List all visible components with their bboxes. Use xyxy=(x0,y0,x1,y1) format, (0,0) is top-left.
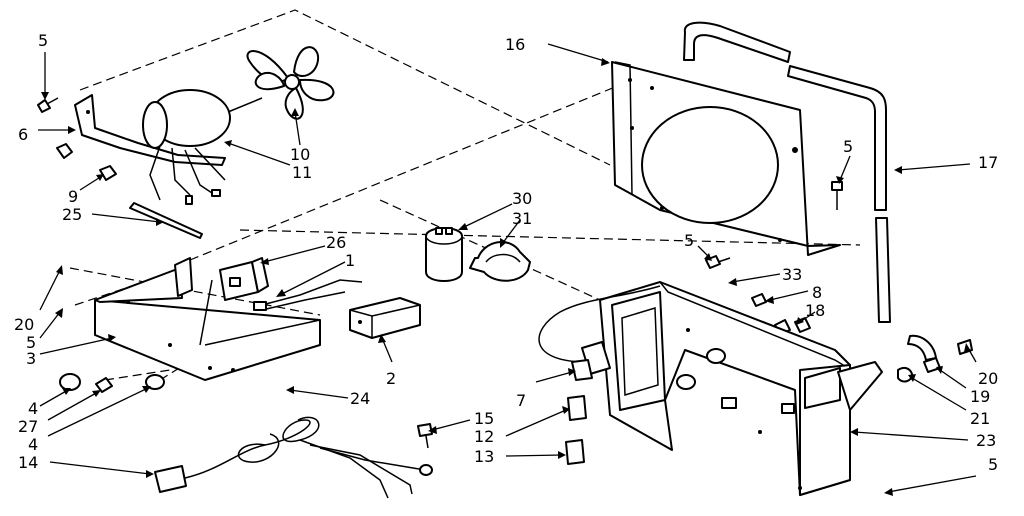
callout-19: 19 xyxy=(970,387,990,406)
callout-15: 15 xyxy=(474,409,494,428)
base-pan-chassis xyxy=(599,281,883,496)
callout-20-right: 20 xyxy=(978,369,998,388)
callout-8: 8 xyxy=(812,283,822,302)
fan-blade xyxy=(246,46,335,120)
callout-3: 3 xyxy=(26,349,36,368)
mounting-screw xyxy=(417,423,433,449)
capacitor-strap xyxy=(469,241,531,282)
callout-14: 14 xyxy=(18,453,38,472)
callout-31: 31 xyxy=(512,209,532,228)
callout-24: 24 xyxy=(350,389,370,408)
callout-9: 9 xyxy=(68,187,78,206)
knobs-left xyxy=(59,373,165,393)
gasket-strip xyxy=(683,21,891,323)
hardware-upper-left xyxy=(37,97,117,181)
callout-13: 13 xyxy=(474,447,494,466)
callout-21: 21 xyxy=(970,409,990,428)
motor-mounting-panel xyxy=(611,61,841,256)
callout-5-top: 5 xyxy=(38,31,48,50)
callout-11: 11 xyxy=(292,163,312,182)
leader-lines xyxy=(38,43,977,496)
terminal-blocks xyxy=(565,395,587,465)
callout-4-a: 4 xyxy=(28,399,38,418)
power-cord xyxy=(154,416,433,499)
callout-6: 6 xyxy=(18,125,28,144)
callout-16: 16 xyxy=(505,35,525,54)
callout-33: 33 xyxy=(782,265,802,284)
overload-protector xyxy=(538,285,661,381)
callout-23: 23 xyxy=(976,431,996,450)
control-box xyxy=(94,257,321,381)
callout-7: 7 xyxy=(516,391,526,410)
control-wire-lead xyxy=(253,279,363,311)
callout-1: 1 xyxy=(345,251,355,270)
callout-18: 18 xyxy=(805,301,825,320)
callout-4-b: 4 xyxy=(28,435,38,454)
callout-5-left: 5 xyxy=(26,333,36,352)
callout-5-mid: 5 xyxy=(684,231,694,250)
rotary-switch xyxy=(219,257,269,301)
callout-27: 27 xyxy=(18,417,38,436)
callout-5-right-top: 5 xyxy=(843,137,853,156)
capacitor xyxy=(425,227,463,282)
callout-2: 2 xyxy=(386,369,396,388)
callout-12: 12 xyxy=(474,427,494,446)
callout-25: 25 xyxy=(62,205,82,224)
callout-10: 10 xyxy=(290,145,310,164)
callout-5-bottom: 5 xyxy=(988,455,998,474)
thermostat xyxy=(349,297,421,339)
cable-tie xyxy=(129,202,203,239)
callout-17: 17 xyxy=(978,153,998,172)
callout-26: 26 xyxy=(326,233,346,252)
fan-motor xyxy=(142,89,263,205)
motor-mounting-bracket xyxy=(74,94,226,166)
callout-labels: 5 6 9 10 11 25 16 17 5 30 31 26 1 5 33 8… xyxy=(14,31,998,474)
callout-20-left: 20 xyxy=(14,315,34,334)
side-bracket xyxy=(897,334,973,383)
callout-30: 30 xyxy=(512,189,532,208)
